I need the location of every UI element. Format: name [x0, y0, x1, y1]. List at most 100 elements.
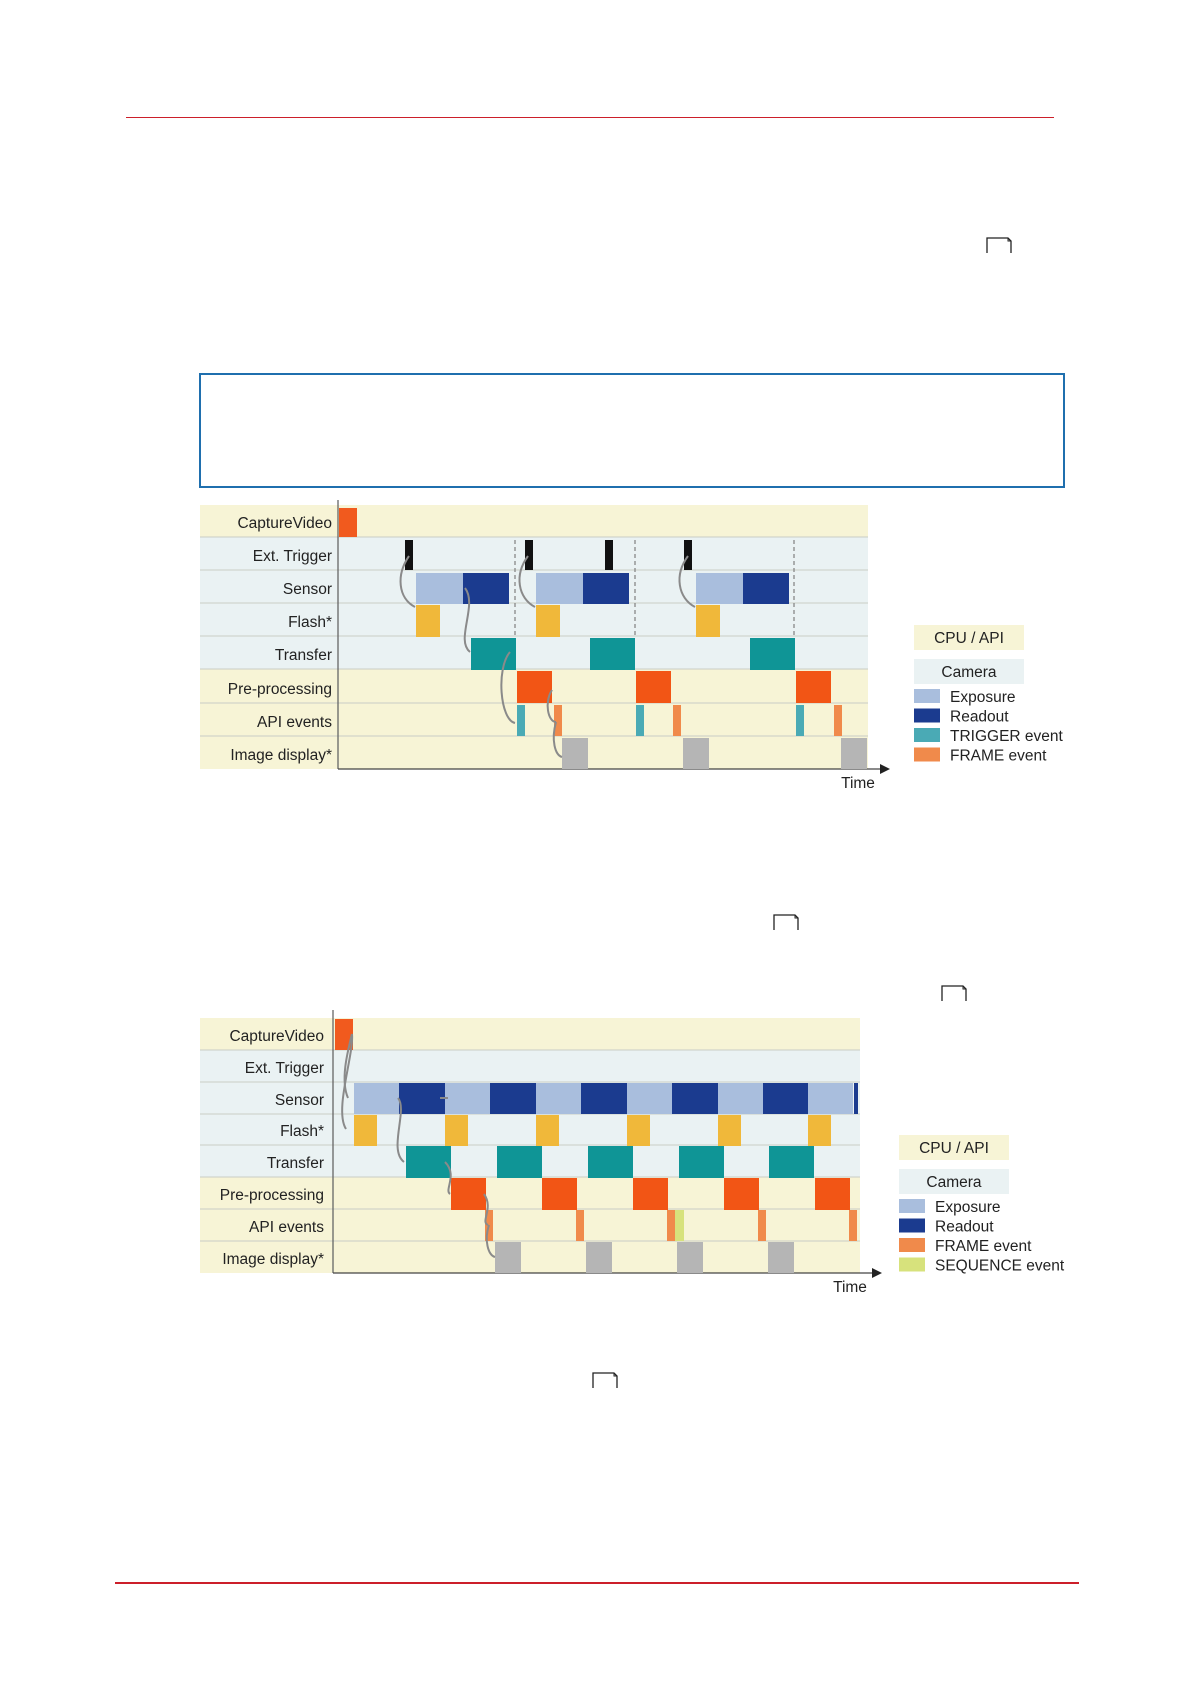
row-label: Image display*	[222, 1251, 324, 1268]
row-band	[200, 703, 868, 736]
readout-block	[854, 1083, 858, 1114]
readout-block	[672, 1083, 718, 1114]
exposure-block	[808, 1083, 853, 1114]
legend-frame-event-label: FRAME event	[950, 748, 1047, 765]
preprocessing-block	[633, 1178, 668, 1210]
legend-readout-label: Readout	[950, 709, 1009, 726]
image-display-block	[768, 1242, 794, 1273]
preprocessing-block	[636, 671, 671, 703]
ext-trigger-pulse	[684, 540, 692, 570]
row-band	[200, 1241, 860, 1273]
row-band	[200, 537, 868, 570]
flow-arrow	[399, 555, 416, 608]
legend-readout-swatch	[914, 708, 940, 723]
legend-frame-event-swatch	[914, 747, 940, 762]
flash-block	[718, 1115, 741, 1146]
exposure-block	[627, 1083, 672, 1114]
image-display-block	[677, 1242, 703, 1273]
legend-frame-event-label: FRAME event	[935, 1238, 1032, 1255]
flash-block	[696, 605, 720, 637]
readout-block	[763, 1083, 809, 1114]
legend-trigger-event-label: TRIGGER event	[950, 728, 1064, 745]
row-label: Sensor	[275, 1092, 324, 1109]
transfer-block	[588, 1146, 633, 1178]
frame-event-marker	[673, 705, 681, 736]
image-display-block	[586, 1242, 612, 1273]
readout-block	[581, 1083, 627, 1114]
image-display-block	[841, 738, 867, 769]
row-label: Image display*	[230, 747, 332, 764]
transfer-block	[590, 638, 635, 670]
row-label: CaptureVideo	[237, 515, 332, 532]
exposure-block	[536, 1083, 581, 1114]
image-display-block	[562, 738, 588, 769]
frame-event-marker	[834, 705, 842, 736]
preprocessing-block	[542, 1178, 577, 1210]
exposure-block	[354, 1083, 399, 1114]
flow-arrow	[678, 555, 696, 608]
page-reference-icon[interactable]	[592, 1372, 618, 1389]
frame-event-marker	[576, 1210, 584, 1241]
row-band	[200, 603, 868, 636]
page-reference-icon[interactable]	[773, 914, 799, 931]
flow-arrow	[463, 587, 471, 653]
flow-arrow	[396, 1097, 405, 1163]
row-label: Pre-processing	[228, 681, 332, 698]
flow-arrow	[341, 1033, 354, 1130]
transfer-block	[406, 1146, 451, 1178]
readout-block	[463, 573, 509, 604]
row-band	[200, 1050, 860, 1082]
page-reference-icon[interactable]	[986, 237, 1012, 254]
frame-event-marker	[554, 705, 562, 736]
flow-arrow	[343, 1033, 353, 1099]
row-band	[200, 1209, 860, 1241]
row-label: Ext. Trigger	[245, 1060, 324, 1077]
flow-arrow	[552, 721, 563, 758]
legend-camera-swatch	[899, 1169, 1009, 1194]
time-label: Time	[833, 1279, 867, 1296]
transfer-block	[679, 1146, 724, 1178]
row-band	[200, 505, 868, 537]
time-axis-arrowhead	[872, 1268, 882, 1278]
legend-readout-swatch	[899, 1218, 925, 1233]
trigger-event-marker	[796, 705, 804, 736]
row-label: Ext. Trigger	[253, 548, 332, 565]
exposure-block	[536, 573, 583, 604]
flow-arrow	[500, 651, 516, 724]
legend-exposure-swatch	[914, 689, 940, 703]
ext-trigger-pulse	[605, 540, 613, 570]
readout-block	[583, 573, 629, 604]
legend-cpu-swatch	[899, 1135, 1009, 1160]
preprocessing-block	[815, 1178, 850, 1210]
frame-event-marker	[758, 1210, 766, 1241]
preprocessing-block	[451, 1178, 486, 1210]
flash-block	[627, 1115, 650, 1146]
image-display-block	[495, 1242, 521, 1273]
page-reference-icon[interactable]	[941, 985, 967, 1002]
footer-rule	[115, 1582, 1079, 1584]
legend-trigger-event-swatch	[914, 728, 940, 742]
flash-block	[808, 1115, 831, 1146]
row-label: Flash*	[288, 614, 332, 631]
flash-block	[445, 1115, 468, 1146]
trigger-event-marker	[517, 705, 525, 736]
legend-readout-label: Readout	[935, 1219, 994, 1236]
legend-cpu-swatch	[914, 625, 1024, 650]
header-rule	[126, 117, 1054, 118]
row-label: Pre-processing	[220, 1187, 324, 1204]
flow-arrow	[444, 1161, 452, 1195]
legend-exposure-label: Exposure	[935, 1199, 1000, 1216]
legend-cpu-label: CPU / API	[934, 630, 1004, 647]
legend-exposure-label: Exposure	[950, 689, 1015, 706]
readout-block	[399, 1083, 445, 1114]
row-label: Sensor	[283, 581, 332, 598]
legend-camera-label: Camera	[926, 1174, 982, 1191]
image-display-block	[683, 738, 709, 769]
flash-block	[416, 605, 440, 637]
legend-camera-label: Camera	[941, 664, 997, 681]
time-label: Time	[841, 775, 875, 792]
readout-block	[743, 573, 789, 604]
flash-block	[536, 605, 560, 637]
flow-arrow	[518, 555, 536, 608]
